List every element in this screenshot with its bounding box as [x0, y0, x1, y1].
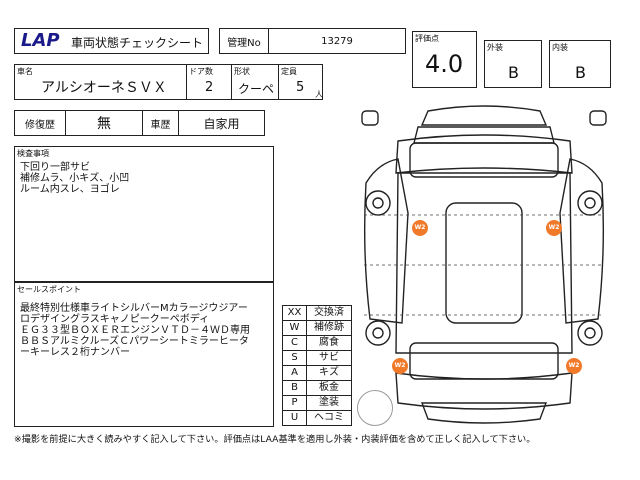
sheet-title: 車両状態チェックシート [71, 36, 204, 50]
legend-desc: キズ [306, 365, 352, 381]
legend-row: U ヘコミ [282, 410, 352, 426]
legend-row: C 腐食 [282, 335, 352, 351]
capacity-value: 5 [296, 80, 305, 95]
use-label-text: 車歴 [150, 119, 171, 131]
mgmt-no-label-text: 管理No [227, 37, 261, 49]
legend-row: B 板金 [282, 380, 352, 396]
shape-label: 形状 [234, 67, 250, 76]
sales-label: セールスポイント [17, 285, 81, 294]
mgmt-no-value: 13279 [268, 28, 406, 54]
inspection-lines: 下回り一部サビ 補修ムラ、小キズ、小凹 ルーム内スレ、ヨゴレ [20, 162, 129, 195]
repair-label-text: 修復歴 [25, 119, 55, 131]
sales-line: ＥＧ３３型ＢＯＸＥＲエンジンＶＴＤ－４ＷＤ専用 [20, 325, 250, 336]
car-diagram [361, 105, 607, 424]
sales-line: ＢＢＳアルミクルーズＣパワーシートミラーヒータ [20, 336, 249, 347]
car-name-label: 車名 [17, 67, 33, 76]
capacity-box: 定員 5 人 [278, 64, 323, 100]
repair-value-text: 無 [97, 116, 111, 132]
legend-code: U [282, 410, 307, 426]
sales-line: 最終特別仕様車ライトシルバーMカラージウジアー [20, 303, 248, 314]
legend-code: A [282, 365, 307, 381]
legend-code: XX [282, 305, 307, 321]
inspection-line: 下回り一部サビ [20, 162, 90, 173]
doors-label: ドア数 [189, 67, 213, 76]
repair-value: 無 [65, 110, 143, 136]
legend-desc: 腐食 [306, 335, 352, 351]
footer-note: ※撮影を前提に大きく読みやすく記入して下さい。評価点はLAA基準を適用し外装・内… [14, 434, 536, 445]
legend-desc: 塗装 [306, 395, 352, 411]
shape-box: 形状 クーペ [231, 64, 279, 100]
car-name-value: アルシオーネＳＶＸ [41, 80, 167, 96]
legend-code: S [282, 350, 307, 366]
inspection-box: 検査事項 下回り一部サビ 補修ムラ、小キズ、小凹 ルーム内スレ、ヨゴレ [14, 146, 274, 282]
exterior-label: 外装 [487, 43, 503, 52]
legend-row: S サビ [282, 350, 352, 366]
legend-desc: 補修跡 [306, 320, 352, 336]
legend-code: B [282, 380, 307, 396]
sales-line: ーキーレス２桁ナンバー [20, 347, 130, 358]
legend-code: P [282, 395, 307, 411]
damage-mark: W2 [566, 358, 582, 374]
doors-box: ドア数 2 [186, 64, 232, 100]
sales-lines: 最終特別仕様車ライトシルバーMカラージウジアー ロデザイングラスキャノピークーペ… [20, 303, 250, 358]
legend-table: XX 交換済 W 補修跡 C 腐食 S サビ A キズ B 板金 P 塗装 U … [282, 305, 352, 429]
legend-desc: ヘコミ [306, 410, 352, 426]
use-label: 車歴 [142, 110, 179, 136]
shape-value: クーペ [238, 82, 275, 96]
legend-desc: サビ [306, 350, 352, 366]
score-label: 評価点 [415, 34, 439, 43]
inspection-line: ルーム内スレ、ヨゴレ [20, 184, 120, 195]
interior-label: 内装 [552, 43, 568, 52]
legend-desc: 交換済 [306, 305, 352, 321]
damage-mark: W2 [392, 358, 408, 374]
lap-logo: LAP [21, 30, 60, 51]
exterior-box: 外装 B [484, 40, 542, 88]
score-box: 評価点 4.0 [412, 31, 477, 88]
legend-row: XX 交換済 [282, 305, 352, 321]
doors-value: 2 [205, 80, 214, 95]
legend-code: W [282, 320, 307, 336]
sales-box: セールスポイント 最終特別仕様車ライトシルバーMカラージウジアー ロデザイングラ… [14, 282, 274, 427]
interior-value: B [575, 63, 586, 82]
mgmt-no-label: 管理No [219, 28, 269, 54]
legend-row: P 塗装 [282, 395, 352, 411]
use-value-text: 自家用 [203, 116, 240, 131]
legend-desc: 板金 [306, 380, 352, 396]
legend-code: C [282, 335, 307, 351]
sales-line: ロデザイングラスキャノピークーペボディ [20, 314, 210, 325]
interior-box: 内装 B [549, 40, 611, 88]
use-value: 自家用 [178, 110, 265, 136]
repair-label: 修復歴 [14, 110, 66, 136]
mgmt-no-value-text: 13279 [321, 35, 353, 47]
legend-row: A キズ [282, 365, 352, 381]
score-value: 4.0 [425, 50, 464, 78]
inspection-line: 補修ムラ、小キズ、小凹 [20, 173, 130, 184]
title-box: LAP 車両状態チェックシート [14, 28, 209, 54]
stamp-circle [357, 390, 393, 426]
car-name-box: 車名 アルシオーネＳＶＸ [14, 64, 187, 100]
capacity-unit: 人 [315, 90, 323, 99]
damage-mark: W2 [412, 220, 428, 236]
capacity-label: 定員 [281, 67, 297, 76]
legend-row: W 補修跡 [282, 320, 352, 336]
inspection-label: 検査事項 [17, 149, 49, 158]
exterior-value: B [508, 63, 519, 82]
damage-mark: W2 [546, 220, 562, 236]
